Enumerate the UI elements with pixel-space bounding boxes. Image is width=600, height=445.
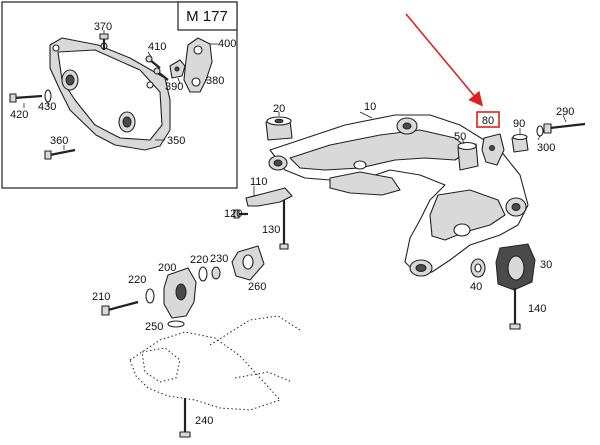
bolt-420 <box>9 93 43 103</box>
callout-140: 140 <box>528 303 546 315</box>
callout-260: 260 <box>248 281 266 293</box>
callout-410: 410 <box>148 41 166 53</box>
callout-220-left: 220 <box>128 274 146 286</box>
model-label: M 177 <box>186 8 228 25</box>
callout-400: 400 <box>218 38 236 50</box>
callout-370: 370 <box>94 21 112 33</box>
callout-350: 350 <box>167 135 185 147</box>
callout-380: 380 <box>206 75 224 87</box>
arm-110 <box>245 186 293 207</box>
washer-220-right <box>198 266 208 282</box>
callout-90: 90 <box>513 118 525 130</box>
bushing-20 <box>265 116 293 141</box>
bolt-130 <box>279 200 289 250</box>
highlight-box-80 <box>476 111 500 128</box>
nut-230 <box>211 266 221 280</box>
callout-200: 200 <box>158 262 176 274</box>
bolt-290 <box>543 122 586 134</box>
callout-130: 130 <box>262 224 280 236</box>
bracket-cover <box>49 37 171 151</box>
washer-300 <box>536 125 544 137</box>
bushing-90 <box>511 133 529 153</box>
bolt-410 <box>145 55 169 81</box>
callout-10: 10 <box>364 101 376 113</box>
model-label-box <box>177 1 238 31</box>
plate-390 <box>169 59 186 79</box>
callout-250: 250 <box>145 321 163 333</box>
bushing-40 <box>470 258 486 278</box>
callout-40: 40 <box>470 281 482 293</box>
callout-110: 110 <box>250 176 268 188</box>
bolt-140 <box>509 288 521 330</box>
callout-390: 390 <box>165 81 183 93</box>
callout-420: 420 <box>10 109 28 121</box>
callout-290: 290 <box>556 106 574 118</box>
callout-50: 50 <box>454 131 466 143</box>
inset-box: M 177 <box>1 1 238 189</box>
bushing-50 <box>457 141 479 171</box>
callout-300: 300 <box>537 142 555 154</box>
callout-430: 430 <box>38 101 56 113</box>
callout-360: 360 <box>50 135 68 147</box>
leader-10 <box>359 111 373 119</box>
bracket-380 <box>183 37 213 93</box>
bolt-240 <box>179 398 191 438</box>
leader-290 <box>562 114 567 123</box>
mount-30 <box>495 243 536 291</box>
washer-250 <box>167 320 185 328</box>
bushing-260 <box>231 245 265 281</box>
leader-50 <box>461 137 465 145</box>
callout-210: 210 <box>92 291 110 303</box>
callout-80: 80 <box>482 115 494 127</box>
bolt-120 <box>233 209 248 219</box>
highlight-arrow <box>405 13 484 107</box>
washer-220-left <box>145 288 155 304</box>
callout-230: 230 <box>210 253 228 265</box>
washer-430 <box>44 89 52 103</box>
rear-axle-differential <box>129 315 301 411</box>
bolt-360 <box>44 148 76 160</box>
callout-240: 240 <box>195 415 213 427</box>
leader-300 <box>537 135 541 141</box>
mount-200 <box>163 267 197 319</box>
bolt-210 <box>101 300 139 316</box>
callout-20: 20 <box>273 103 285 115</box>
bracket-80 <box>481 133 505 166</box>
callout-220-right: 220 <box>190 254 208 266</box>
callout-120: 120 <box>224 208 242 220</box>
callout-30: 30 <box>540 259 552 271</box>
